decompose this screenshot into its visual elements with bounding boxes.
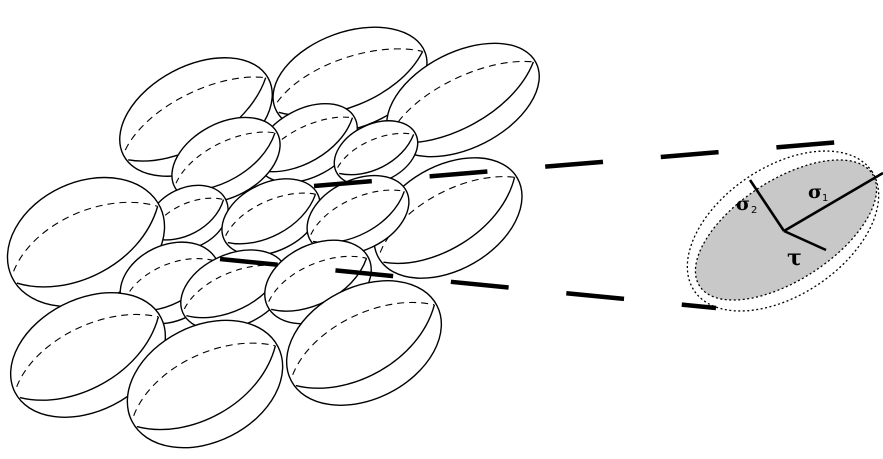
sigma2-label: σ — [736, 193, 750, 215]
sigma2-subscript: 2 — [751, 205, 757, 216]
tau-label: τ — [787, 245, 802, 271]
stress-state-ellipse: σ 1 σ 2 τ — [659, 118, 883, 344]
sigma1-subscript: 1 — [822, 193, 828, 204]
sigma1-label: σ — [808, 181, 822, 203]
shaded-stress-ellipse — [672, 132, 883, 328]
ellipsoid-grain-cluster — [0, 8, 558, 459]
